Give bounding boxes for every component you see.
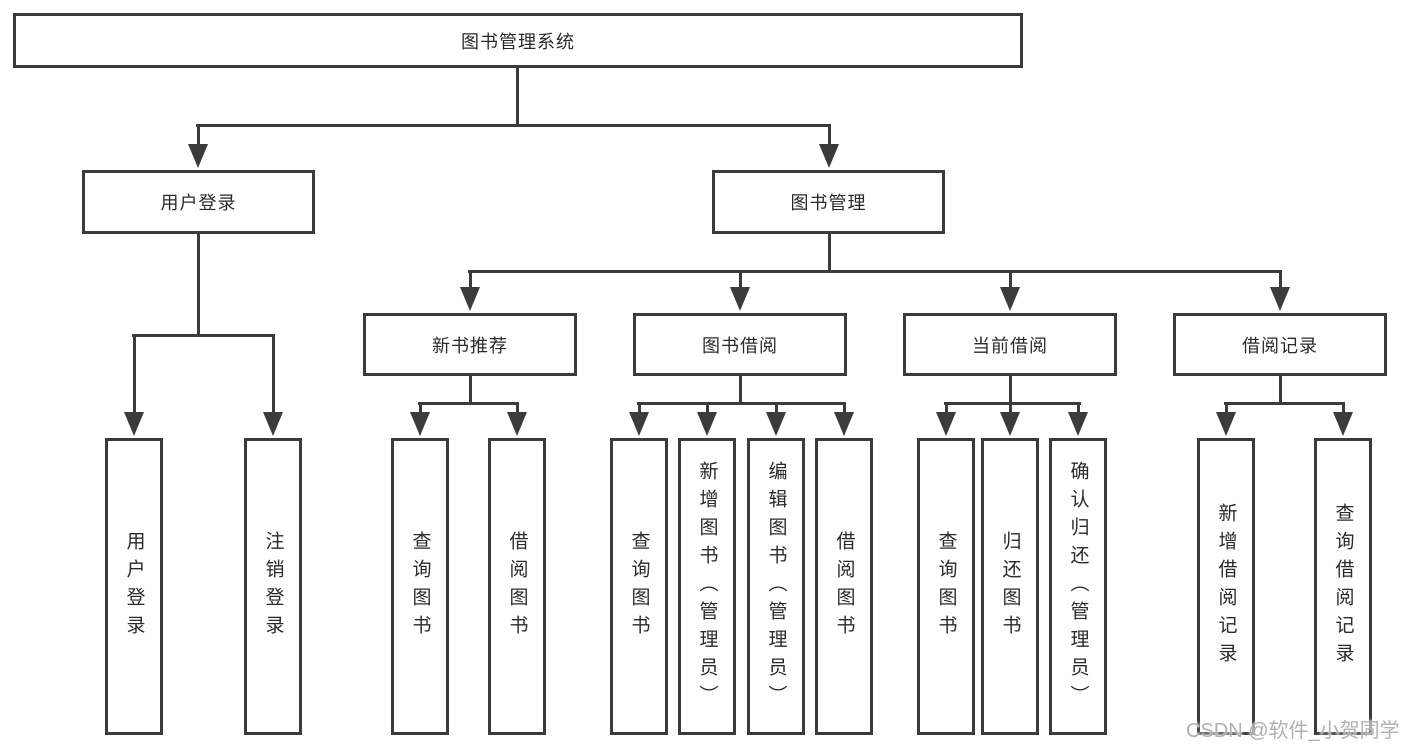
arrow-down-icon [697,412,717,436]
node-library-management-system: 图书管理系统 [13,13,1023,68]
connector-line [132,333,275,337]
connector-line [1008,402,1012,419]
node-borrow-add-books-admin: 新增图书（管理员） [678,438,736,735]
connector-line [271,334,275,419]
node-label: 新书推荐 [432,335,508,356]
connector-line [705,402,709,419]
node-label: 编辑图书（管理员） [765,460,787,713]
connector-line [827,233,831,273]
connector-line [515,68,519,126]
connector-line [468,270,472,294]
connector-line [944,401,1081,405]
connector-line [515,402,519,419]
arrow-down-icon [730,287,750,311]
node-recommend-query-books: 查询图书 [391,438,449,735]
node-logout: 注销登录 [244,438,302,735]
node-label: 图书管理 [790,193,867,213]
connector-line [827,124,831,152]
node-label: 用户登录 [123,530,145,643]
connector-line [637,402,641,419]
connector-line [1278,376,1282,405]
connector-line [196,124,200,152]
node-label: 图书借阅 [702,335,778,356]
node-label: 注销登录 [262,530,284,643]
node-borrow-edit-books-admin: 编辑图书（管理员） [747,438,805,735]
arrow-down-icon [1068,412,1088,436]
arrow-down-icon [124,412,144,436]
node-book-borrowing: 图书借阅 [633,313,847,376]
connector-line [1008,376,1012,405]
arrow-down-icon [766,412,786,436]
node-label: 归还图书 [999,530,1021,643]
node-label: 查询图书 [935,530,957,643]
connector-line [637,401,846,405]
node-label: 查询图书 [628,530,650,643]
connector-line [418,401,519,405]
connector-line [1076,402,1080,419]
node-new-book-recommend: 新书推荐 [363,313,577,376]
connector-line [1008,270,1012,294]
node-records-query-borrow-record: 查询借阅记录 [1314,438,1372,735]
connector-line [196,233,200,337]
arrow-down-icon [1216,412,1236,436]
node-label: 查询借阅记录 [1332,502,1354,671]
node-book-management: 图书管理 [712,170,945,234]
node-label: 借阅记录 [1242,335,1318,356]
connector-line [1224,401,1345,405]
node-borrow-borrow-books: 借阅图书 [815,438,873,735]
connector-line [774,402,778,419]
arrow-down-icon [629,412,649,436]
node-records-add-borrow-record: 新增借阅记录 [1197,438,1255,735]
node-label: 借阅图书 [833,530,855,643]
connector-line [944,402,948,419]
node-current-return-books: 归还图书 [981,438,1039,735]
node-current-borrowing: 当前借阅 [903,313,1117,376]
node-current-query-books: 查询图书 [917,438,975,735]
connector-line [1224,402,1228,419]
connector-line [1278,270,1282,294]
connector-line [842,402,846,419]
node-label: 用户登录 [160,193,237,213]
arrow-down-icon [410,412,430,436]
connector-line [468,269,1282,273]
node-label: 确认归还（管理员） [1067,460,1089,713]
arrow-down-icon [819,144,839,168]
connector-line [1341,402,1345,419]
node-label: 当前借阅 [972,335,1048,356]
node-label: 查询图书 [409,530,431,643]
arrow-down-icon [936,412,956,436]
node-label: 新增借阅记录 [1215,502,1237,671]
arrow-down-icon [1000,287,1020,311]
node-borrow-query-books: 查询图书 [610,438,668,735]
node-current-confirm-return-admin: 确认归还（管理员） [1049,438,1107,735]
node-label: 新增图书（管理员） [696,460,718,713]
connector-line [132,334,136,419]
node-label: 图书管理系统 [461,31,575,52]
connector-line [418,402,422,419]
node-borrowing-records: 借阅记录 [1173,313,1387,376]
node-user-login-action: 用户登录 [105,438,163,735]
arrow-down-icon [1000,412,1020,436]
node-recommend-borrow-books: 借阅图书 [488,438,546,735]
arrow-down-icon [834,412,854,436]
arrow-down-icon [1333,412,1353,436]
arrow-down-icon [188,144,208,168]
csdn-watermark: CSDN @软件_小贺同学 [1186,720,1400,742]
arrow-down-icon [507,412,527,436]
arrow-down-icon [263,412,283,436]
connector-line [738,270,742,294]
arrow-down-icon [1270,287,1290,311]
connector-line [738,376,742,405]
connector-line [196,123,831,127]
node-label: 借阅图书 [506,530,528,643]
connector-line [468,376,472,405]
arrow-down-icon [460,287,480,311]
node-user-login: 用户登录 [82,170,315,234]
